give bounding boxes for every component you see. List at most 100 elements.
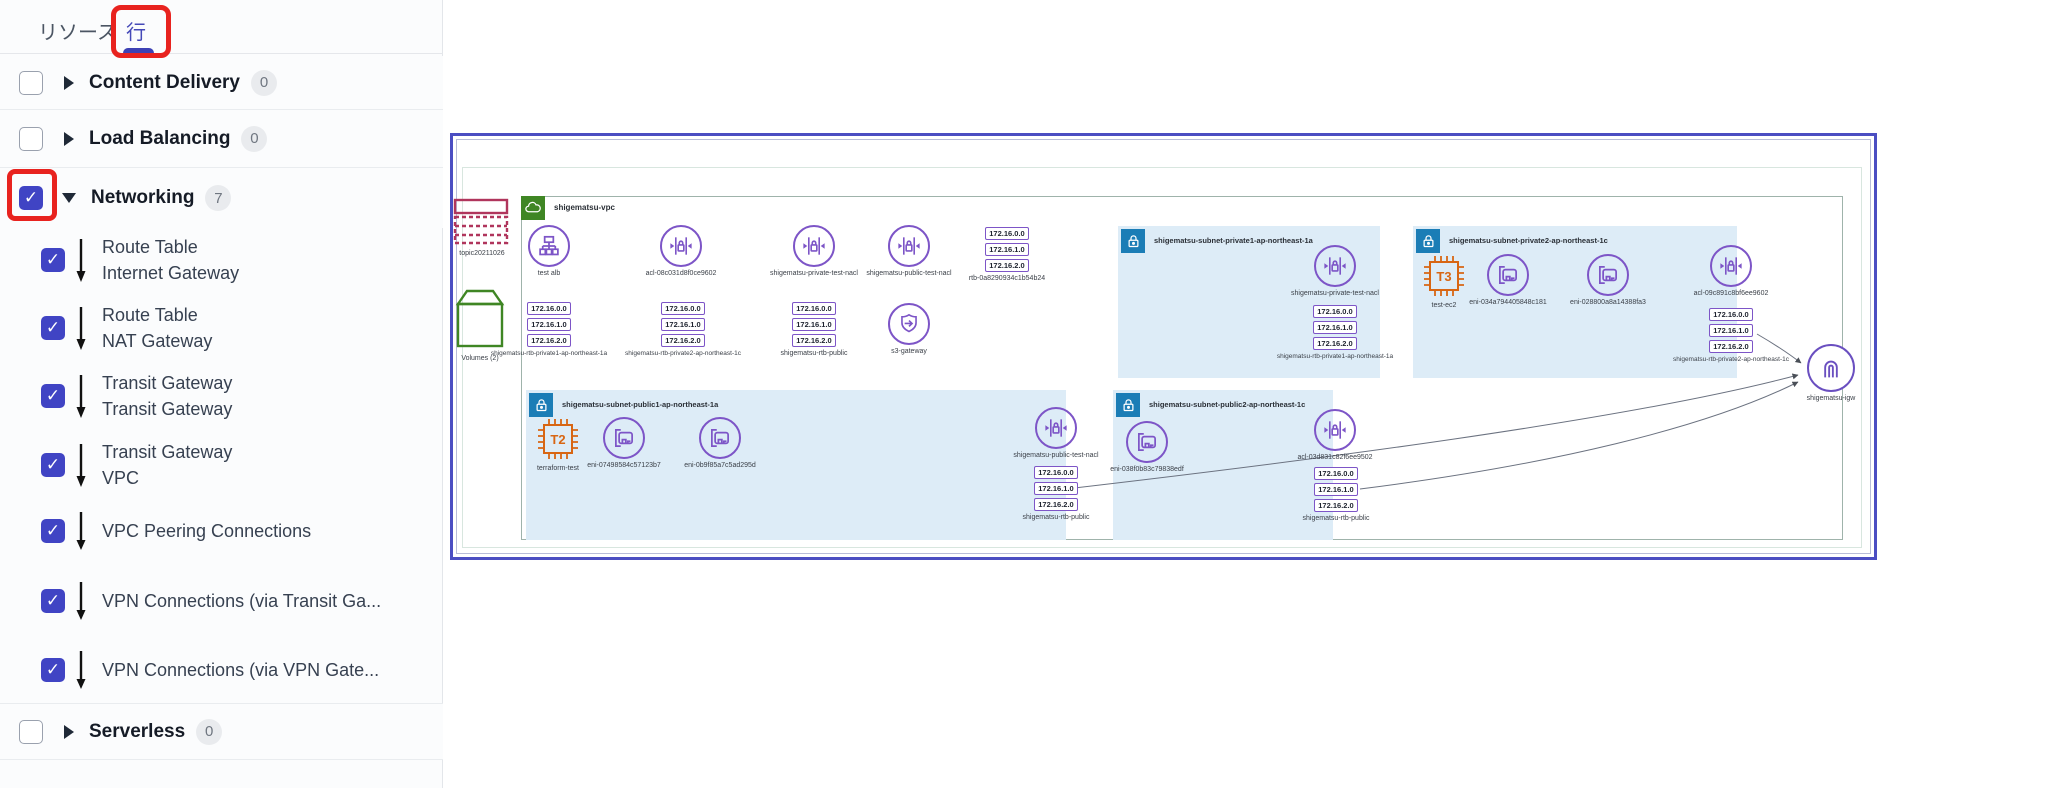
cidr-entry: 172.16.0.0 xyxy=(1314,467,1358,480)
cidr-entry: 172.16.2.0 xyxy=(1314,499,1358,512)
network-acl-icon xyxy=(888,225,930,267)
node-label: shigematsu-private-test-nacl xyxy=(1291,290,1379,297)
checkbox-routetable-igw[interactable]: ✓ xyxy=(41,248,65,272)
lock-icon xyxy=(1116,393,1140,417)
filter-item-vpn-vgw[interactable]: ✓ VPN Connections (via VPN Gate... xyxy=(0,649,443,691)
tab-rows[interactable]: 行 xyxy=(126,22,146,44)
node-rtb-public1-subnet[interactable]: 172.16.0.0 172.16.1.0 172.16.2.0 shigema… xyxy=(996,466,1116,521)
checkbox-networking[interactable]: ✓ xyxy=(19,186,43,210)
node-label: eni-028800a8a14388fa3 xyxy=(1570,299,1646,306)
node-rtb-main[interactable]: 172.16.0.0 172.16.1.0 172.16.2.0 rtb-0a8… xyxy=(947,227,1067,282)
node-volumes[interactable]: Volumes (2) xyxy=(420,286,540,362)
network-acl-icon xyxy=(1314,245,1356,287)
node-ec2-terraform[interactable]: T2 terraform-test xyxy=(498,416,618,472)
node-rtb-private1[interactable]: 172.16.0.0 172.16.1.0 172.16.2.0 shigema… xyxy=(489,302,609,357)
checkbox-serverless[interactable] xyxy=(19,719,43,744)
subnet-public2-header: shigematsu-subnet-public2-ap-northeast-1… xyxy=(1116,393,1305,417)
checkbox-vpn-vgw[interactable]: ✓ xyxy=(41,658,65,682)
cidr-entry: 172.16.2.0 xyxy=(661,334,705,347)
chevron-right-icon[interactable] xyxy=(64,131,74,146)
node-label: shigematsu-private-test-nacl xyxy=(770,270,858,277)
chevron-right-icon[interactable] xyxy=(64,75,74,90)
node-label: shigematsu-rtb-private2-ap-northeast-1c xyxy=(1673,356,1789,363)
node-s3-gateway[interactable]: s3-gateway xyxy=(849,303,969,355)
node-eni-2[interactable]: eni-028800a8a14388fa3 xyxy=(1548,254,1668,306)
category-networking[interactable]: ✓ Networking 7 xyxy=(0,168,443,228)
node-alb[interactable]: test alb xyxy=(489,225,609,277)
arrow-down-icon xyxy=(76,512,86,550)
node-ec2-test[interactable]: T3 test-ec2 xyxy=(1384,253,1504,309)
network-acl-icon xyxy=(1710,245,1752,287)
cidr-entry: 172.16.1.0 xyxy=(1314,483,1358,496)
arrow-down-icon xyxy=(76,307,86,350)
filter-item-vpn-tgw[interactable]: ✓ VPN Connections (via Transit Ga... xyxy=(0,580,443,622)
subnet-title: shigematsu-subnet-private2-ap-northeast-… xyxy=(1449,236,1608,245)
cidr-entry: 172.16.2.0 xyxy=(1034,498,1078,511)
category-serverless[interactable]: Serverless 0 xyxy=(0,703,443,760)
node-rtb-public2-subnet[interactable]: 172.16.0.0 172.16.1.0 172.16.2.0 shigema… xyxy=(1276,467,1396,522)
cidr-entry: 172.16.2.0 xyxy=(527,334,571,347)
checkbox-tgw-vpc[interactable]: ✓ xyxy=(41,453,65,477)
checkbox-content-delivery[interactable] xyxy=(19,70,43,95)
category-content-delivery[interactable]: Content Delivery 0 xyxy=(0,56,443,110)
node-nacl-private[interactable]: shigematsu-private-test-nacl xyxy=(754,225,874,277)
selection-frame[interactable] xyxy=(450,133,1877,560)
node-igw[interactable]: shigematsu-igw xyxy=(1771,344,1891,402)
checkbox-vpc-peering[interactable]: ✓ xyxy=(41,519,65,543)
node-label: test alb xyxy=(537,270,561,277)
category-label: Load Balancing xyxy=(89,127,231,149)
node-eni-5[interactable]: eni-038f0b83c79838edf xyxy=(1087,421,1207,473)
category-label: Networking xyxy=(91,187,195,208)
node-label: acl-08c031d8f0ce9602 xyxy=(645,270,717,277)
count-badge: 0 xyxy=(196,718,223,745)
table-icon xyxy=(453,198,509,245)
checkbox-routetable-nat[interactable]: ✓ xyxy=(41,316,65,340)
subnet-private2[interactable] xyxy=(1413,226,1737,378)
annotation-box-tab xyxy=(111,5,171,58)
node-label: shigematsu-public-test-nacl xyxy=(866,270,952,277)
node-label: shigematsu-rtb-public xyxy=(780,350,848,357)
node-rtb-private2-subnet[interactable]: 172.16.0.0 172.16.1.0 172.16.2.0 shigema… xyxy=(1671,308,1791,363)
node-label: shigematsu-rtb-private1-ap-northeast-1a xyxy=(490,350,608,357)
node-eni-4[interactable]: eni-0b9f85a7c5ad295d xyxy=(660,417,780,469)
checkbox-load-balancing[interactable] xyxy=(19,126,43,151)
node-nacl-private1-subnet[interactable]: shigematsu-private-test-nacl xyxy=(1275,245,1395,297)
subnet-public1[interactable] xyxy=(526,390,1066,540)
category-label: Serverless xyxy=(89,720,186,742)
cidr-entry: 172.16.1.0 xyxy=(661,318,705,331)
node-label: rtb-0a8290934c1b54b24 xyxy=(968,275,1046,282)
node-rtb-public-row2[interactable]: 172.16.0.0 172.16.1.0 172.16.2.0 shigema… xyxy=(754,302,874,357)
node-nacl-acl08[interactable]: acl-08c031d8f0ce9602 xyxy=(621,225,741,277)
checkbox-tgw-tgw[interactable]: ✓ xyxy=(41,384,65,408)
network-interface-icon xyxy=(603,417,645,459)
node-nacl-public[interactable]: shigematsu-public-test-nacl xyxy=(849,225,969,277)
cidr-entry: 172.16.0.0 xyxy=(792,302,836,315)
cidr-entry: 172.16.1.0 xyxy=(527,318,571,331)
node-label: s3-gateway xyxy=(891,348,927,355)
category-load-balancing[interactable]: Load Balancing 0 xyxy=(0,110,443,168)
chevron-right-icon[interactable] xyxy=(64,724,74,739)
count-badge: 7 xyxy=(205,185,232,211)
tab-resources[interactable]: リソース xyxy=(38,22,117,44)
node-sns-topic[interactable]: topic20211026 xyxy=(422,197,542,257)
cidr-list-icon: 172.16.0.0 172.16.1.0 172.16.2.0 xyxy=(1709,308,1753,353)
node-eni-1[interactable]: eni-034a794405848c181 xyxy=(1448,254,1568,306)
cidr-entry: 172.16.1.0 xyxy=(1313,321,1357,334)
chevron-down-icon[interactable] xyxy=(62,193,76,203)
node-label: acl-03d831c82f6ee9502 xyxy=(1297,454,1373,461)
node-label: Volumes (2) xyxy=(461,355,499,362)
node-label: acl-09c891c8bf6ee9602 xyxy=(1693,290,1769,297)
cidr-entry: 172.16.0.0 xyxy=(1034,466,1078,479)
node-rtb-private1-subnet[interactable]: 172.16.0.0 172.16.1.0 172.16.2.0 shigema… xyxy=(1275,305,1395,360)
checkbox-vpn-tgw[interactable]: ✓ xyxy=(41,589,65,613)
cidr-entry: 172.16.2.0 xyxy=(1709,340,1753,353)
node-nacl-private2-subnet[interactable]: acl-09c891c8bf6ee9602 xyxy=(1671,245,1791,297)
node-eni-3[interactable]: eni-07498584c57123b7 xyxy=(564,417,684,469)
node-rtb-private2[interactable]: 172.16.0.0 172.16.1.0 172.16.2.0 shigema… xyxy=(623,302,743,357)
filter-item-vpc-peering[interactable]: ✓ VPC Peering Connections xyxy=(0,510,443,552)
